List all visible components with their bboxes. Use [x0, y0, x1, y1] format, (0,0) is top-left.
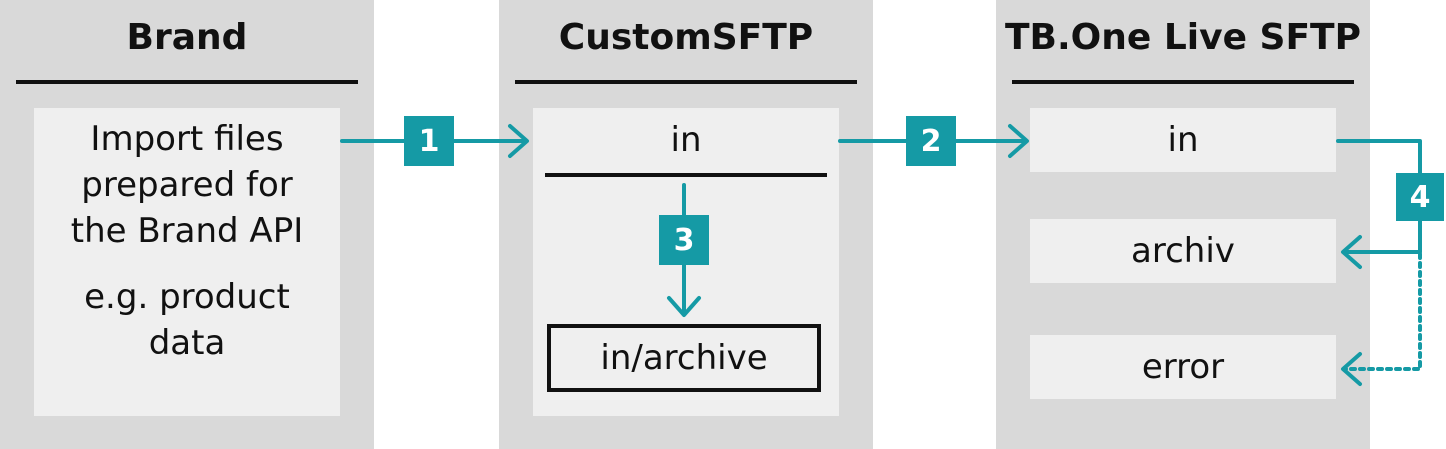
- brand-title-rule: [16, 80, 358, 84]
- brand-box-line-2: prepared for: [81, 165, 293, 205]
- custom-sftp-title: CustomSFTP: [558, 17, 814, 58]
- arrow-live-in-to-error-dotted: [1342, 252, 1422, 371]
- brand-example-line-2: data: [148, 323, 226, 363]
- brand-title: Brand: [126, 17, 248, 58]
- step-badge-4: 4: [1396, 173, 1444, 221]
- arrowhead-live-archiv: [1341, 235, 1362, 269]
- live-sftp-error-folder: error: [1030, 335, 1336, 399]
- step-badge-1: 1: [404, 116, 454, 166]
- custom-sftp-in-rule: [545, 173, 827, 177]
- arrowhead-brand-to-custom-in: [508, 124, 529, 158]
- live-sftp-archiv-folder: archiv: [1030, 219, 1336, 283]
- live-sftp-archiv-label: archiv: [1131, 231, 1235, 271]
- custom-sftp-archive-folder: in/archive: [547, 324, 821, 392]
- arrowhead-live-error: [1341, 352, 1362, 386]
- live-sftp-column: TB.One Live SFTP in archiv error: [996, 0, 1370, 449]
- live-sftp-error-label: error: [1141, 347, 1225, 387]
- custom-sftp-title-rule: [515, 80, 857, 84]
- live-sftp-title-rule: [1012, 80, 1354, 84]
- custom-sftp-in-label: in: [670, 120, 702, 160]
- step-badge-3: 3: [659, 215, 709, 265]
- custom-sftp-in-folder: in: [533, 108, 839, 172]
- brand-box-line-3: the Brand API: [70, 211, 304, 251]
- brand-import-box: Import files prepared for the Brand API …: [34, 108, 340, 416]
- live-sftp-in-folder: in: [1030, 108, 1336, 172]
- live-sftp-title: TB.One Live SFTP: [1004, 17, 1361, 58]
- arrowhead-in-to-archive: [667, 296, 701, 317]
- arrowhead-custom-to-live-in: [1008, 124, 1029, 158]
- brand-example-line-1: e.g. product: [84, 277, 290, 317]
- step-badge-2: 2: [906, 116, 956, 166]
- brand-column: Brand Import files prepared for the Bran…: [0, 0, 374, 449]
- live-sftp-in-label: in: [1167, 120, 1199, 160]
- custom-sftp-column: CustomSFTP in in/archive: [499, 0, 873, 449]
- brand-box-line-1: Import files: [90, 119, 284, 159]
- custom-sftp-archive-label: in/archive: [600, 338, 768, 378]
